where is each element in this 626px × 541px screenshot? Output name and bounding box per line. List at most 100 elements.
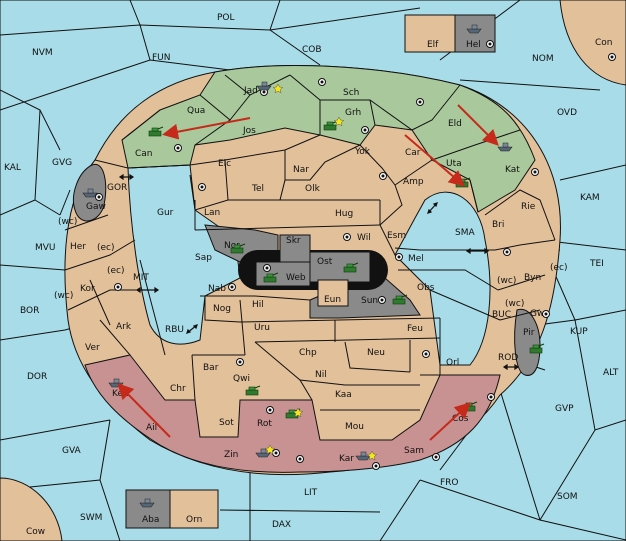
sea-bor-label[interactable]: BOR bbox=[20, 306, 39, 316]
province-sam-label[interactable]: Sam bbox=[404, 446, 424, 456]
province-kar-label[interactable]: Kar bbox=[339, 454, 354, 464]
sea-fun-label[interactable]: FUN bbox=[152, 53, 171, 63]
province-feu-label[interactable]: Feu bbox=[407, 324, 423, 334]
province-jos-label[interactable]: Jos bbox=[242, 126, 256, 136]
province-chr-label[interactable]: Chr bbox=[170, 384, 186, 394]
sea-mvu-label[interactable]: MVU bbox=[35, 243, 56, 253]
province-cos-label[interactable]: Cos bbox=[452, 414, 469, 424]
province-elc-label[interactable]: Elc bbox=[218, 159, 231, 169]
sea-kup-label[interactable]: KUP bbox=[570, 327, 588, 337]
province-gur-label[interactable]: Gur bbox=[157, 208, 174, 218]
province-sun-label[interactable]: Sun bbox=[361, 296, 378, 306]
province-orn-shape[interactable] bbox=[169, 489, 219, 529]
province-wil-label[interactable]: Wil bbox=[357, 233, 371, 243]
province-qua-label[interactable]: Qua bbox=[187, 106, 205, 116]
province-olk-label[interactable]: Olk bbox=[305, 184, 321, 194]
province-can-label[interactable]: Can bbox=[135, 149, 153, 159]
province-ost-label[interactable]: Ost bbox=[317, 257, 333, 267]
province-nar-label[interactable]: Nar bbox=[293, 165, 309, 175]
sea-pol-label[interactable]: POL bbox=[217, 13, 235, 23]
sea-gva-label[interactable]: GVA bbox=[62, 446, 82, 456]
province-kat-label[interactable]: Kat bbox=[505, 165, 520, 175]
province-nil-label[interactable]: Nil bbox=[315, 370, 327, 380]
province-chp-label[interactable]: Chp bbox=[299, 348, 317, 358]
province-ark-label[interactable]: Ark bbox=[116, 322, 132, 332]
sea-rbu-label[interactable]: RBU bbox=[165, 325, 184, 335]
sea-tei-label[interactable]: TEI bbox=[589, 259, 604, 269]
province-car-label[interactable]: Car bbox=[405, 148, 421, 158]
province-byn-label[interactable]: Byn bbox=[524, 273, 541, 283]
province-kaa-label[interactable]: Kaa bbox=[335, 390, 352, 400]
province-bri-label[interactable]: Bri bbox=[492, 220, 504, 230]
province-elf-label[interactable]: Elf bbox=[427, 40, 439, 50]
sea-kam-label[interactable]: KAM bbox=[580, 193, 600, 203]
province-skr-label[interactable]: Skr bbox=[286, 236, 301, 246]
province-gaw-label[interactable]: Gaw bbox=[86, 202, 106, 212]
province-ken-label[interactable]: Ken bbox=[112, 389, 129, 399]
province-zin-label[interactable]: Zin bbox=[224, 450, 238, 460]
province-ver-label[interactable]: Ver bbox=[85, 343, 100, 353]
province-bar-label[interactable]: Bar bbox=[203, 363, 219, 373]
sea-lit-label[interactable]: LIT bbox=[304, 488, 318, 498]
province-orl-label[interactable]: Orl bbox=[446, 358, 459, 368]
province-web-label[interactable]: Web bbox=[286, 273, 306, 283]
province-nor-label[interactable]: Nor bbox=[224, 241, 240, 251]
province-esm-label[interactable]: Esm bbox=[387, 231, 406, 241]
province-obs-label[interactable]: Obs bbox=[417, 283, 435, 293]
sea-gvg-label[interactable]: GVG bbox=[52, 158, 72, 168]
sea-nom-label[interactable]: NOM bbox=[532, 54, 554, 64]
province-eun-shape[interactable] bbox=[317, 279, 349, 307]
province-grh-label[interactable]: Grh bbox=[345, 108, 361, 118]
sea-con-label[interactable]: Con bbox=[595, 38, 613, 48]
province-mou-label[interactable]: Mou bbox=[345, 422, 364, 432]
sea-dax-label[interactable]: DAX bbox=[272, 520, 291, 530]
sea-kal-label[interactable]: KAL bbox=[4, 163, 21, 173]
sea-dor-label[interactable]: DOR bbox=[27, 372, 47, 382]
province-qwi-label[interactable]: Qwi bbox=[233, 374, 250, 384]
sea-cob-label[interactable]: COB bbox=[302, 45, 322, 55]
sea-mit-label[interactable]: MIT bbox=[133, 273, 149, 283]
province-lan-label[interactable]: Lan bbox=[204, 208, 220, 218]
sea-cow-label[interactable]: Cow bbox=[26, 527, 45, 537]
province-pir-label[interactable]: Pir bbox=[523, 328, 535, 338]
province-pir-shape[interactable] bbox=[514, 308, 541, 376]
province-skr-shape[interactable] bbox=[279, 234, 311, 263]
province-jad-label[interactable]: Jad bbox=[243, 86, 258, 96]
sea-alt-label[interactable]: ALT bbox=[603, 368, 619, 378]
sea-buc-label[interactable]: BUC bbox=[492, 310, 511, 320]
province-sap-label[interactable]: Sap bbox=[195, 253, 212, 263]
province-eun-label[interactable]: Eun bbox=[324, 295, 341, 305]
sea-gor-label[interactable]: GOR bbox=[107, 183, 127, 193]
province-hel-label[interactable]: Hel bbox=[466, 40, 481, 50]
province-her-label[interactable]: Her bbox=[70, 242, 86, 252]
sea-sma-label[interactable]: SMA bbox=[455, 228, 475, 238]
sea-gvp-label[interactable]: GVP bbox=[555, 404, 574, 414]
province-yok-label[interactable]: Yok bbox=[354, 147, 371, 157]
province-gwa-label[interactable]: Gwa bbox=[530, 309, 550, 319]
province-rie-label[interactable]: Rie bbox=[521, 202, 536, 212]
province-ost-shape[interactable] bbox=[309, 251, 371, 283]
province-tel-label[interactable]: Tel bbox=[251, 184, 264, 194]
province-mel-label[interactable]: Mel bbox=[408, 254, 424, 264]
sea-ovd-label[interactable]: OVD bbox=[557, 108, 577, 118]
province-hil-label[interactable]: Hil bbox=[252, 300, 264, 310]
province-nab-label[interactable]: Nab bbox=[208, 284, 226, 294]
province-uru-label[interactable]: Uru bbox=[254, 323, 270, 333]
province-hug-label[interactable]: Hug bbox=[335, 209, 353, 219]
province-nog-label[interactable]: Nog bbox=[213, 304, 231, 314]
province-neu-label[interactable]: Neu bbox=[367, 348, 385, 358]
sea-rod-label[interactable]: ROD bbox=[498, 353, 518, 363]
province-elf-shape[interactable] bbox=[404, 14, 456, 53]
province-ail-label[interactable]: Ail bbox=[146, 423, 157, 433]
sea-swm-label[interactable]: SWM bbox=[80, 513, 102, 523]
province-amp-label[interactable]: Amp bbox=[403, 177, 424, 187]
province-uta-label[interactable]: Uta bbox=[446, 159, 462, 169]
province-sch-label[interactable]: Sch bbox=[343, 88, 359, 98]
sea-fro-label[interactable]: FRO bbox=[440, 478, 459, 488]
sea-som-label[interactable]: SOM bbox=[557, 492, 578, 502]
sea-nvm-label[interactable]: NVM bbox=[32, 48, 53, 58]
province-eld-label[interactable]: Eld bbox=[448, 119, 462, 129]
province-sot-label[interactable]: Sot bbox=[219, 418, 234, 428]
province-kor-label[interactable]: Kor bbox=[80, 284, 95, 294]
province-rot-label[interactable]: Rot bbox=[257, 419, 272, 429]
